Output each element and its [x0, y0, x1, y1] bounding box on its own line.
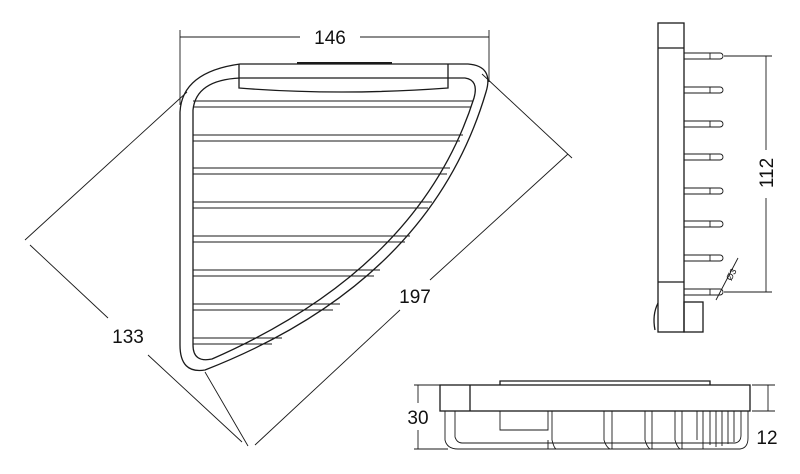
dimension-basket-height: 12 [756, 428, 777, 449]
wire-ends [684, 52, 724, 296]
dimension-diagonal: 197 [399, 287, 431, 308]
mount-clip [238, 64, 449, 93]
side-view: 112 Ø3 [653, 22, 778, 333]
front-view: 30 12 [407, 380, 778, 450]
basket-outer-frame [179, 63, 489, 372]
dimension-wire-diameter: Ø3 [724, 267, 738, 282]
top-view: 146 133 197 [24, 28, 573, 447]
dimension-wire-span: 112 [757, 158, 778, 188]
basket-wires [193, 100, 473, 345]
basket-wires-front [444, 411, 749, 450]
dimension-width: 146 [314, 28, 346, 49]
dimension-depth: 133 [112, 327, 144, 348]
dimension-height: 30 [407, 408, 428, 429]
basket-inner-frame [192, 77, 476, 361]
